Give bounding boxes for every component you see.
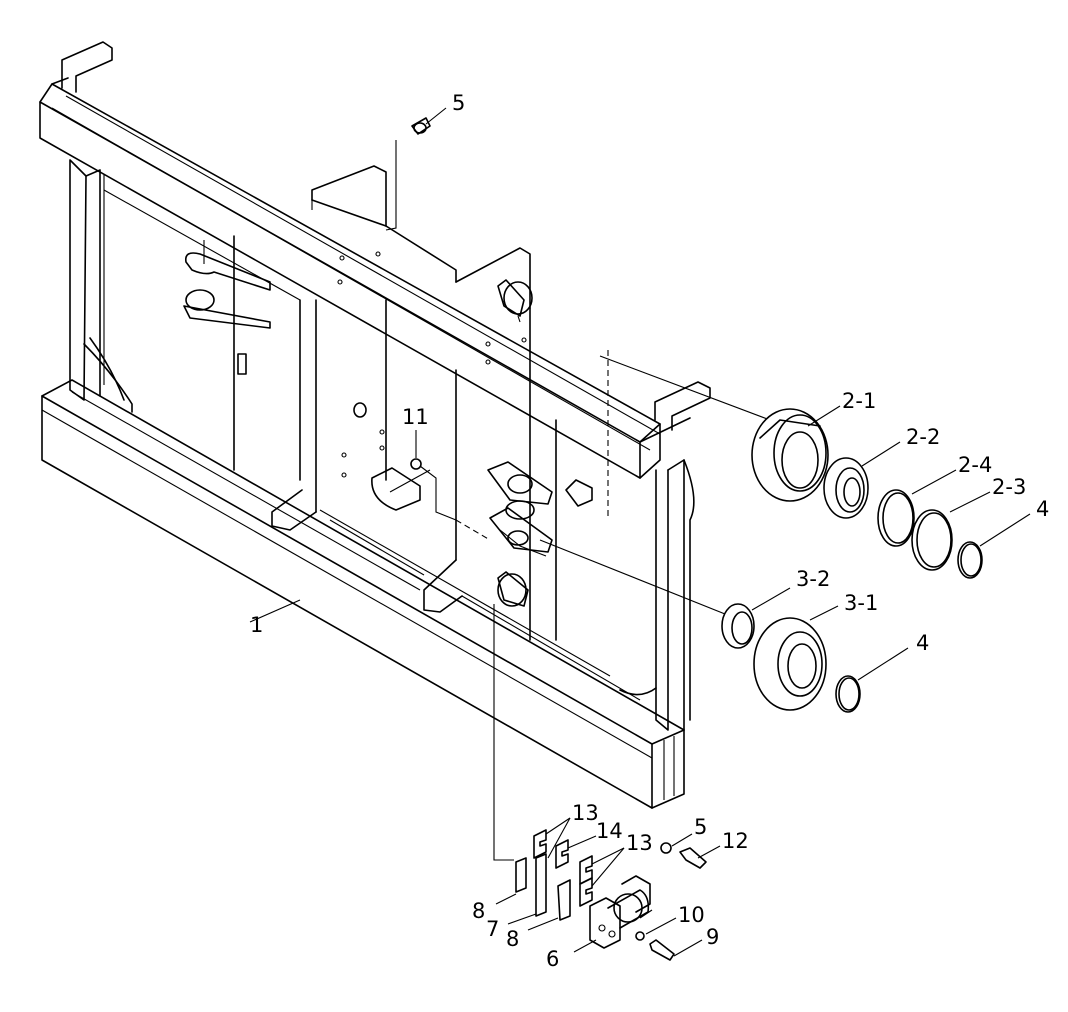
part-5-bolt-top: [411, 117, 431, 135]
callout-8-right: 8: [506, 927, 519, 951]
callout-14: 14: [596, 819, 623, 843]
callout-4-lower: 4: [916, 631, 929, 655]
callout-2-2: 2-2: [906, 425, 940, 449]
bearing-2-2: [823, 457, 869, 519]
callout-2-4: 2-4: [958, 453, 992, 477]
ring-2-4: [877, 489, 915, 547]
callout-7: 7: [486, 917, 499, 941]
callout-2-3: 2-3: [992, 475, 1026, 499]
callout-2-1: 2-1: [842, 389, 876, 413]
callout-13-left: 13: [572, 801, 599, 825]
callout-12: 12: [722, 829, 749, 853]
bushing-3-2: [721, 603, 755, 649]
callout-3-1: 3-1: [844, 591, 878, 615]
shims-group: [515, 829, 593, 921]
callout-1: 1: [250, 613, 263, 637]
callout-3-2: 3-2: [796, 567, 830, 591]
callout-13-right: 13: [626, 831, 653, 855]
roller-3-1: [753, 617, 827, 711]
callout-5-top: 5: [452, 91, 465, 115]
callout-11: 11: [402, 405, 429, 429]
carriage-frame: [39, 41, 711, 809]
snap-ring-4-lower: [835, 675, 861, 713]
callout-labels: 1 2-1 2-2 2-4 2-3 4 3-2 3-1 4 5 11 13 14…: [250, 91, 1049, 971]
part-12-pin: [679, 847, 707, 869]
assembly-lines: [385, 140, 771, 861]
callout-10: 10: [678, 903, 705, 927]
callout-4-upper: 4: [1036, 497, 1049, 521]
roller-2-1: [751, 408, 829, 502]
part-11-fitting: [410, 458, 422, 470]
part-9-bolt: [649, 939, 675, 961]
ring-2-3: [911, 509, 953, 571]
callout-8-left: 8: [472, 899, 485, 923]
callout-5-lower: 5: [694, 815, 707, 839]
part-10-washer: [635, 931, 645, 941]
part-6-bracket: [589, 875, 653, 949]
callout-9: 9: [706, 925, 719, 949]
snap-ring-4-upper: [957, 541, 983, 579]
callout-leaders: [249, 107, 1031, 957]
callout-6: 6: [546, 947, 559, 971]
part-5-nut-lower: [660, 842, 672, 854]
